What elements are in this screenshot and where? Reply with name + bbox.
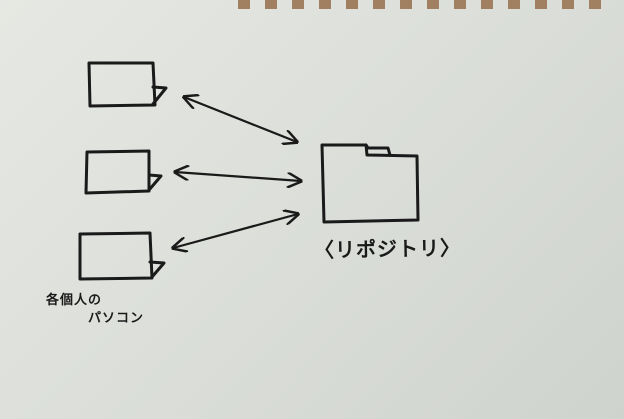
personal-pc-caption: 各個人の パソコン (46, 292, 144, 328)
notebook-binding (238, 0, 601, 9)
personal-pc-icon-3 (78, 231, 166, 281)
repository-folder-icon (320, 143, 420, 224)
personal-pc-caption-line2: パソコン (88, 311, 145, 326)
personal-pc-caption-line1: 各個人の (46, 293, 103, 308)
sync-arrow-2 (175, 172, 301, 181)
repository-label: 〈リポジトリ〉 (313, 235, 462, 263)
personal-pc-icon-2 (84, 149, 163, 195)
sync-arrow-3 (173, 214, 298, 248)
sync-arrow-1 (184, 97, 297, 142)
personal-pc-icon-1 (87, 61, 168, 108)
